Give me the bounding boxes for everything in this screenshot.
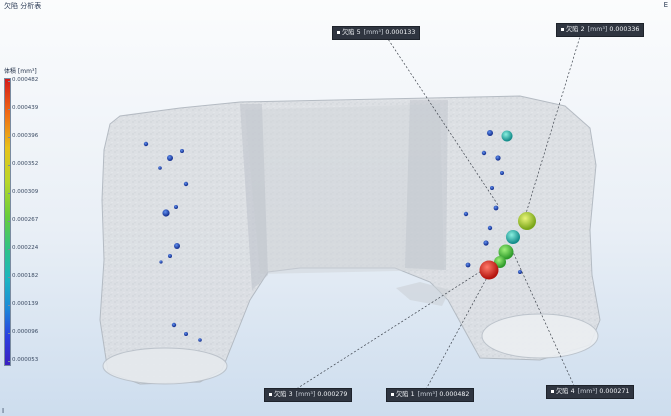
pore-dot [174, 205, 178, 209]
pore-dot [167, 155, 173, 161]
defect-2-callout[interactable]: 欠陷 2[mm³] 0.000336 [556, 23, 645, 37]
pore-dot [184, 332, 188, 336]
callout-leaders [289, 29, 583, 394]
defect-5-callout[interactable]: 欠陷 5[mm³] 0.000133 [332, 26, 421, 40]
volume-legend: 体積 [mm³] 0.000482 0.000439 0.000396 0.00… [2, 66, 62, 372]
pore-dot [463, 211, 469, 217]
callout-label: 欠陷 4 [556, 388, 575, 395]
window-corner-label: E [663, 1, 668, 9]
callout-label: 欠陷 5 [342, 29, 361, 36]
callout-value: 0.000336 [609, 26, 640, 33]
pore-dot [465, 262, 471, 268]
pore-dot [162, 209, 170, 217]
highlighted-defects[interactable] [479, 130, 537, 280]
legend-tick: 0.000439 [7, 105, 39, 111]
legend-tick: 0.000224 [7, 245, 39, 251]
pore-dot [490, 186, 494, 190]
legend-tick: 0.000267 [7, 217, 39, 223]
callout-value: 0.000133 [385, 29, 416, 36]
callout-value: 0.000482 [439, 391, 470, 398]
legend-tick: 0.000396 [7, 133, 39, 139]
pore-dot [500, 171, 504, 175]
callout-unit: [mm³] [417, 391, 438, 398]
legend-tick: 0.000096 [7, 329, 39, 335]
pore-dot [143, 141, 149, 147]
legend-tick: 0.000352 [7, 161, 39, 167]
callout-unit: [mm³] [295, 391, 316, 398]
callout-label: 欠陷 2 [566, 26, 585, 33]
pore-dot [158, 166, 162, 170]
callout-label: 欠陷 3 [274, 391, 293, 398]
pore-dot [495, 155, 501, 161]
pore-dot [487, 130, 493, 136]
legend-tick: 0.000482 [7, 77, 39, 83]
pore-cluster [143, 130, 522, 342]
legend-tick: 0.000309 [7, 189, 39, 195]
pore-dot [174, 243, 180, 249]
pore-dot [168, 254, 172, 258]
callout-marker-icon [269, 392, 272, 396]
callout-unit: [mm³] [363, 29, 384, 36]
callout-value: 0.000271 [599, 388, 630, 395]
defect-2-marker [518, 212, 536, 230]
callout-label: 欠陷 1 [396, 391, 415, 398]
pore-dot [481, 150, 487, 156]
window-title: 欠陷 分析表 [4, 2, 42, 10]
pore-dot [171, 322, 177, 328]
defect-1-callout[interactable]: 欠陷 1[mm³] 0.000482 [386, 388, 475, 402]
legend-tick: 0.000139 [7, 301, 39, 307]
callout-unit: [mm³] [587, 26, 608, 33]
defect-3-callout[interactable]: 欠陷 3[mm³] 0.000279 [264, 388, 353, 402]
pore-dot [198, 338, 202, 342]
pore-dot [159, 260, 163, 264]
legend-title: 体積 [mm³] [4, 68, 37, 75]
callout-marker-icon [561, 27, 564, 31]
pore-dot [180, 149, 184, 153]
pore-dot [483, 240, 489, 246]
pore-dot [518, 270, 522, 274]
defect-3-marker [498, 244, 514, 260]
defect-5-marker [501, 130, 513, 142]
defect-4-callout[interactable]: 欠陷 4[mm³] 0.000271 [546, 385, 635, 399]
callout-value: 0.000279 [317, 391, 348, 398]
defect-4-marker [506, 230, 520, 244]
legend-tick: 0.000053 [7, 357, 39, 363]
legend-color-bar [4, 78, 11, 366]
scanned-part [99, 95, 601, 385]
bottom-corner-mark: I [2, 407, 5, 415]
defect-1-marker [479, 260, 499, 280]
pore-dot [487, 225, 493, 231]
callout-unit: [mm³] [577, 388, 598, 395]
pore-dot [183, 181, 189, 187]
callout-marker-icon [337, 30, 340, 34]
callout-marker-icon [391, 392, 394, 396]
callout-marker-icon [551, 389, 554, 393]
legend-tick: 0.000182 [7, 273, 39, 279]
pore-dot [493, 205, 499, 211]
